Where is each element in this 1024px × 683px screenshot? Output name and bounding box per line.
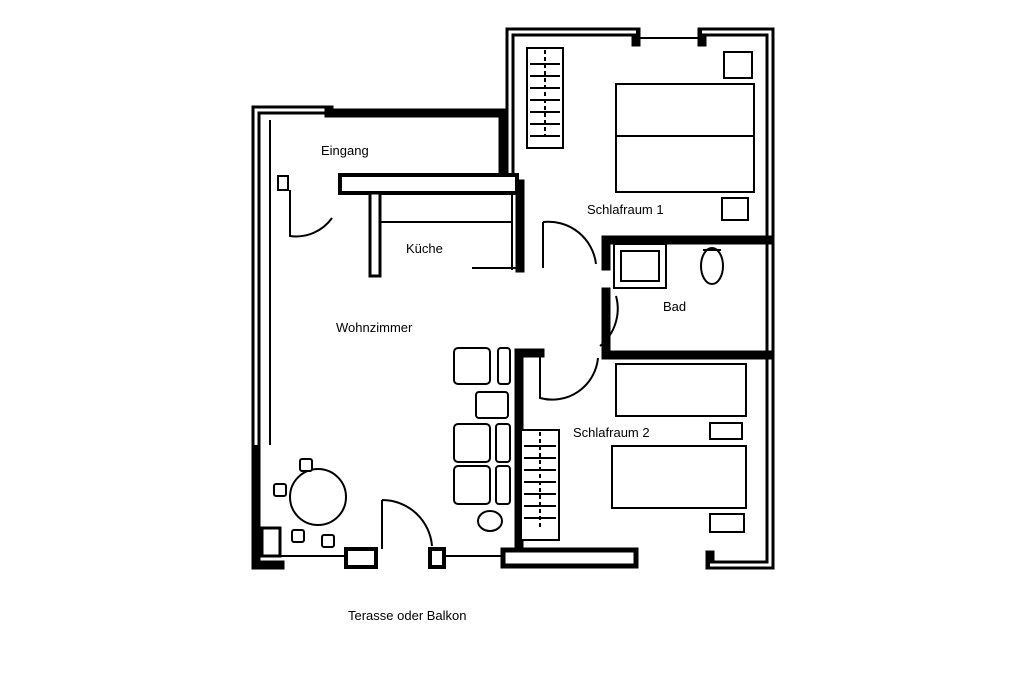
stairs-top [526, 47, 564, 149]
bedroom1-furniture [615, 51, 755, 221]
chair [299, 458, 313, 472]
nightstand [709, 422, 743, 440]
single-bed [611, 445, 747, 509]
sofa-seat [453, 465, 491, 505]
doors [277, 175, 619, 549]
room-label-bedroom2: Schlafraum 2 [573, 425, 650, 440]
entrance-top-wall [324, 108, 508, 175]
bath-furniture [613, 243, 724, 289]
pillar-left [344, 547, 378, 569]
room-label-living: Wohnzimmer [336, 320, 413, 335]
room-label-terrace: Terasse oder Balkon [348, 608, 467, 623]
nightstand [723, 51, 753, 79]
chair [273, 483, 287, 497]
bottom-wall-segment [500, 547, 639, 569]
room-label-entrance: Eingang [321, 143, 369, 158]
exterior-walls [251, 27, 775, 570]
side-table [475, 391, 509, 419]
armchair [453, 347, 491, 385]
round-stool [477, 510, 503, 532]
room-label-bath: Bad [663, 299, 686, 314]
pillar-right [428, 547, 446, 569]
single-bed [615, 363, 747, 417]
bottom-left-corner [251, 447, 285, 570]
room-label-bedroom1: Schlafraum 1 [587, 202, 664, 217]
chair [321, 534, 335, 548]
room-label-kitchen: Küche [406, 241, 443, 256]
stairs-bottom [520, 429, 560, 541]
left-wall [251, 105, 334, 450]
nightstand [709, 513, 745, 533]
nightstand [721, 197, 749, 221]
double-bed-1 [615, 83, 755, 193]
living-furniture [273, 347, 511, 548]
bedroom2-furniture [611, 363, 747, 533]
sofa-seat [453, 423, 491, 463]
chair [291, 529, 305, 543]
interior-walls [338, 173, 775, 553]
dining-table [289, 468, 347, 526]
toilet [700, 247, 724, 285]
